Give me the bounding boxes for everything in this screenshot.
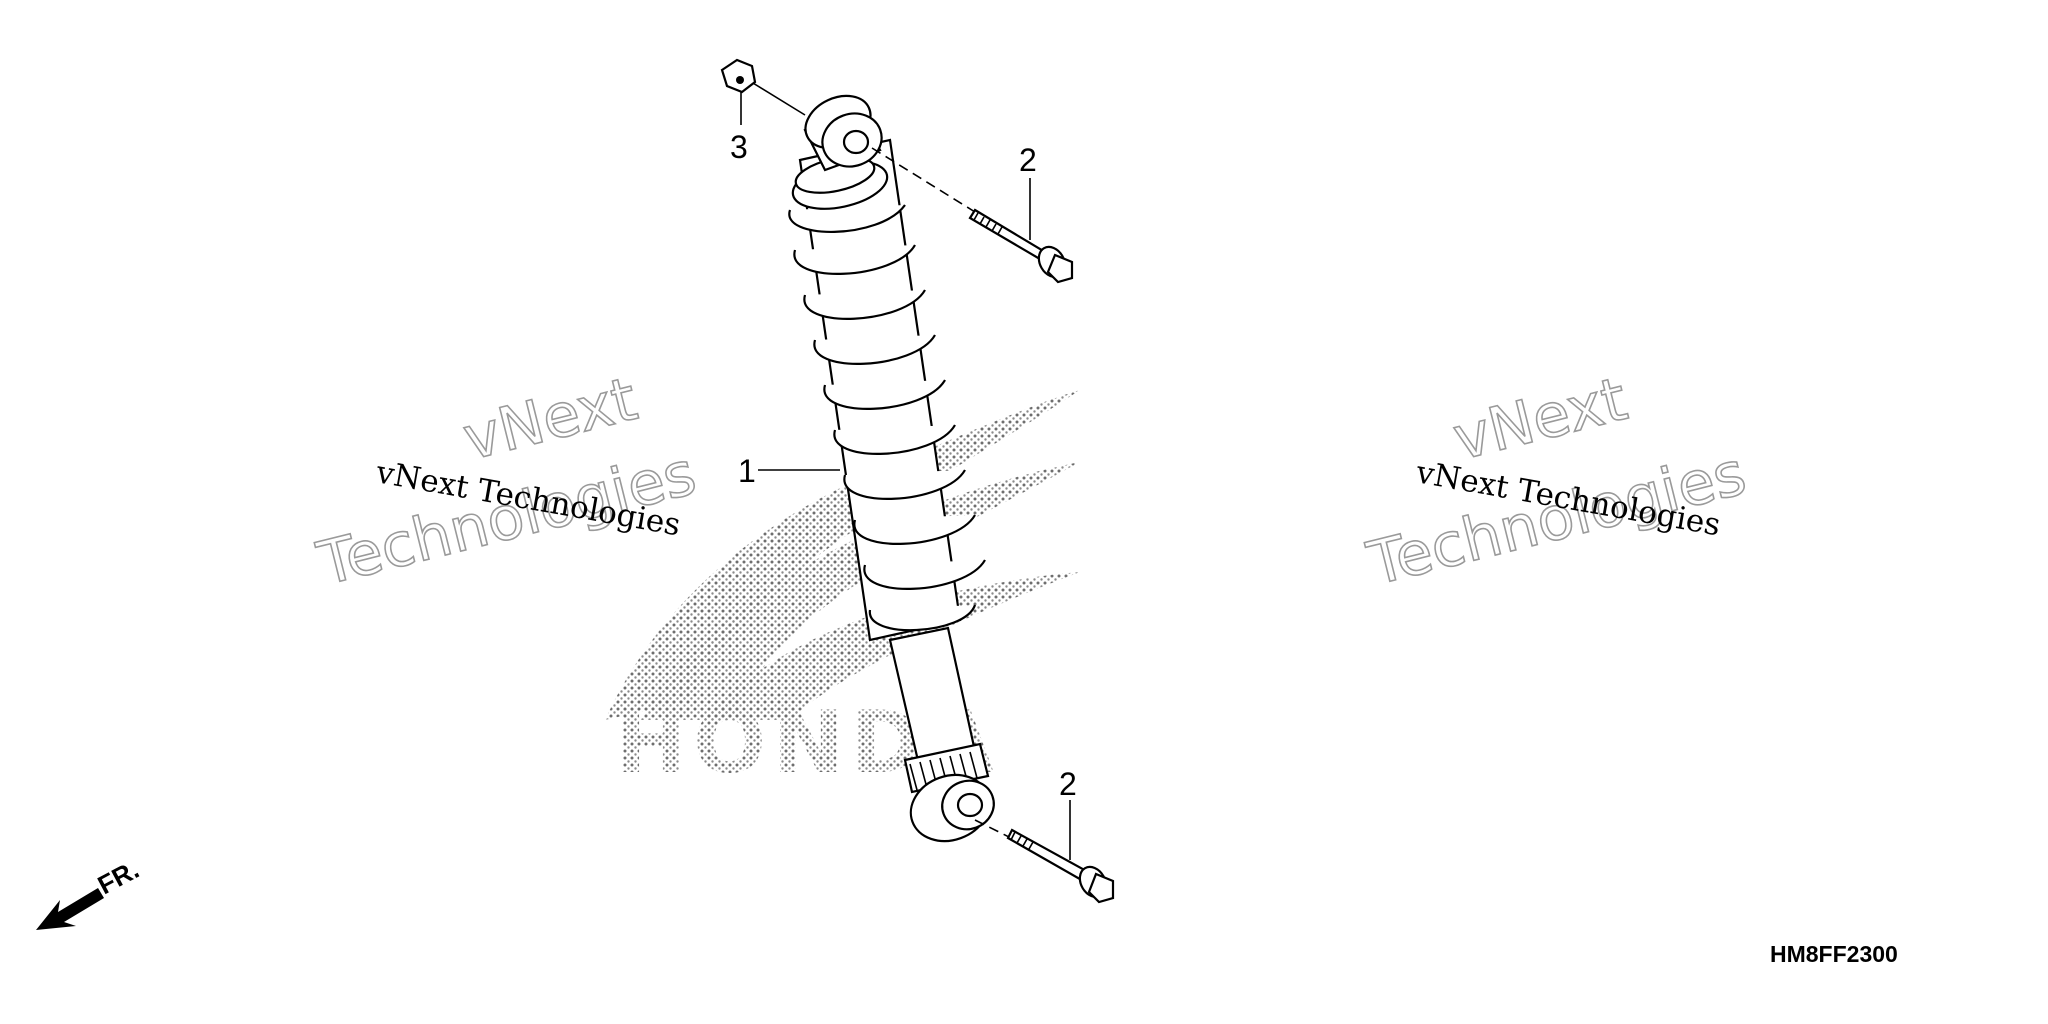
callout-2-lower-number: 2 (1059, 766, 1077, 802)
spring-coils (788, 204, 986, 632)
diagram-code: HM8FF2300 (1770, 941, 1898, 967)
shock-absorber (788, 94, 995, 843)
callout-2-lower: 2 (1059, 766, 1077, 860)
watermark-right-large-top: vNext (1447, 364, 1634, 474)
callout-2-upper-number: 2 (1019, 142, 1037, 178)
callout-1: 1 (738, 453, 840, 489)
front-direction-arrow: FR. (36, 854, 144, 930)
upper-flange-bolt (871, 147, 1074, 284)
watermark-right: vNext Technologies vNext Technologies (1360, 363, 1753, 600)
callout-2-upper: 2 (1019, 142, 1037, 240)
nut (720, 58, 806, 116)
watermark-left: vNext Technologies vNext Technologies (310, 363, 703, 600)
callout-3: 3 (730, 92, 748, 165)
callout-3-number: 3 (730, 129, 748, 165)
lower-flange-bolt (974, 819, 1115, 904)
callout-1-number: 1 (738, 453, 756, 489)
